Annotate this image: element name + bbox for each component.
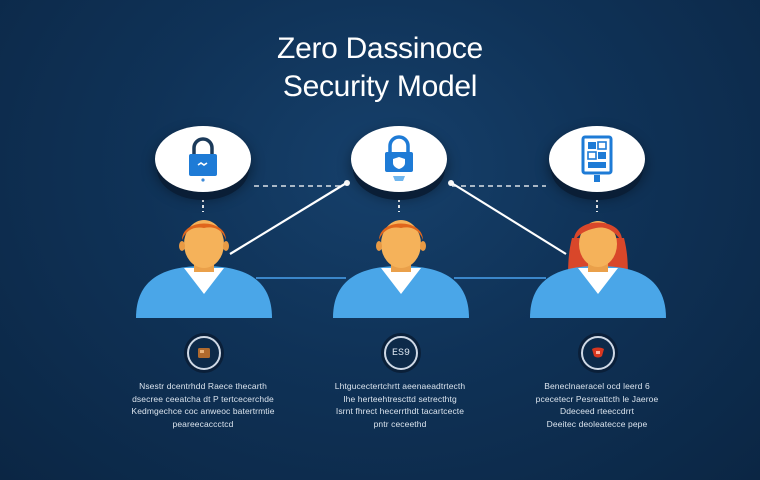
link-knob-2 [448, 180, 454, 186]
person-1-avatar [136, 220, 272, 318]
link-knob-1 [344, 180, 350, 186]
device-icon [581, 135, 613, 182]
node-1-caption: Nsestr dcentrhdd Raece thecarth dsecree … [118, 380, 288, 430]
person-2-avatar [333, 220, 469, 318]
node-2-caption: Lhtgucectertchrtt aeenaeadtrtecth Ihe he… [315, 380, 485, 430]
node-1-bubble [155, 126, 251, 192]
node-1-caption-line: Kedmgechce coc anweoc batertrmtie [131, 406, 275, 416]
node-2-caption-line: Ihe herteehtrescttd setrecthtg [343, 393, 457, 404]
node-3-caption-line: pcecetecr Pesreattcth le Jaeroe [535, 393, 659, 404]
padlock-shield-icon [385, 135, 413, 181]
brown-square-icon [198, 348, 210, 358]
node-2-bubble [351, 126, 447, 192]
node-3-caption-line: Deeitec deoleatecce pepe [546, 418, 648, 429]
person-3-avatar [530, 221, 666, 318]
solid-link-1 [229, 181, 349, 255]
node-1-caption-line: dsecree ceeatcha dt P tertcecerchde [132, 393, 274, 404]
title-line-1: Zero Dassinoce [277, 32, 483, 65]
page-title: Zero Dassinoce Security Model [0, 30, 760, 106]
node-2-caption-line: pntr ceceethd [373, 418, 427, 429]
node-1-caption-line: peareecaccctcd [172, 418, 234, 429]
node-3-caption-line: Ddeceed rteeccdrrt [559, 406, 635, 416]
node-3-caption: Beneclnaeracel ocd leerd 6 pcecetecr Pes… [512, 380, 682, 430]
node-1-badge [187, 336, 221, 370]
padlock-icon [189, 137, 217, 182]
node-2-caption-line: Isrnt fhrect hecerrthdt tacartcecte [335, 406, 465, 416]
red-shield-icon [592, 347, 604, 358]
solid-link-2 [449, 181, 567, 255]
title-line-2: Security Model [282, 70, 478, 103]
node-3-badge [581, 336, 615, 370]
node-2-badge-text: ES9 [391, 347, 410, 359]
node-2-badge: ES9 [384, 336, 418, 370]
node-3-caption-line: Beneclnaeracel ocd leerd 6 [544, 381, 650, 391]
node-2-caption-line: Lhtgucectertchrtt aeenaeadtrtecth [334, 381, 466, 391]
node-1-caption-line: Nsestr dcentrhdd Raece thecarth [139, 381, 267, 391]
node-3-bubble [549, 126, 645, 192]
